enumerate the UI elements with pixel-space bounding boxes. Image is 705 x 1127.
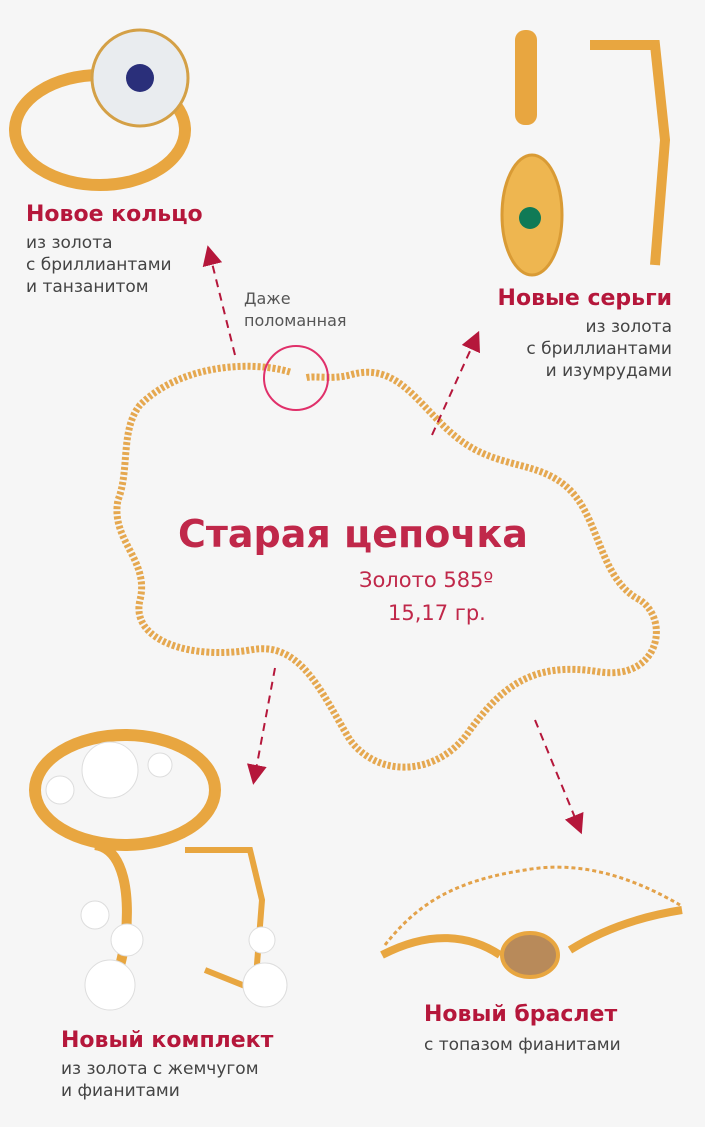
note-line: Даже — [244, 289, 291, 308]
set-line: из золота с жемчугом — [61, 1059, 259, 1079]
ring-title: Новое кольцо — [26, 202, 203, 227]
set-line: и фианитами — [61, 1081, 180, 1101]
jewelry-set-image — [29, 729, 288, 1011]
ring-description: из золота с бриллиантами и танзанитом — [26, 232, 172, 298]
arrow-to-bracelet — [534, 719, 584, 835]
chain-metal: Золото 585º — [359, 568, 494, 592]
bracelet-image — [380, 865, 683, 979]
earrings-line: из золота — [585, 317, 672, 337]
arrow-to-set — [247, 667, 276, 785]
ring-image — [9, 28, 191, 191]
arrow-to-earrings — [431, 330, 480, 436]
earrings-title: Новые серьги — [497, 286, 672, 311]
chain-weight: 15,17 гр. — [388, 601, 486, 625]
arrow-to-ring — [202, 245, 236, 356]
ring-line: с бриллиантами — [26, 255, 172, 275]
set-description: из золота с жемчугом и фианитами — [61, 1058, 259, 1102]
gold-chain — [113, 362, 660, 771]
broken-note: Даже поломанная — [244, 288, 347, 332]
earrings-description: из золота с бриллиантами и изумрудами — [526, 316, 672, 382]
ring-line: и танзанитом — [26, 277, 149, 297]
break-highlight-circle — [263, 345, 329, 411]
chain-title: Старая цепочка — [178, 512, 528, 556]
bracelet-description: с топазом фианитами — [424, 1035, 621, 1055]
earrings-line: с бриллиантами — [526, 339, 672, 359]
earrings-image — [500, 30, 671, 277]
bracelet-title: Новый браслет — [424, 1002, 618, 1027]
earrings-line: и изумрудами — [545, 361, 672, 381]
ring-line: из золота — [26, 233, 113, 253]
set-title: Новый комплект — [61, 1028, 274, 1053]
note-line: поломанная — [244, 311, 347, 330]
